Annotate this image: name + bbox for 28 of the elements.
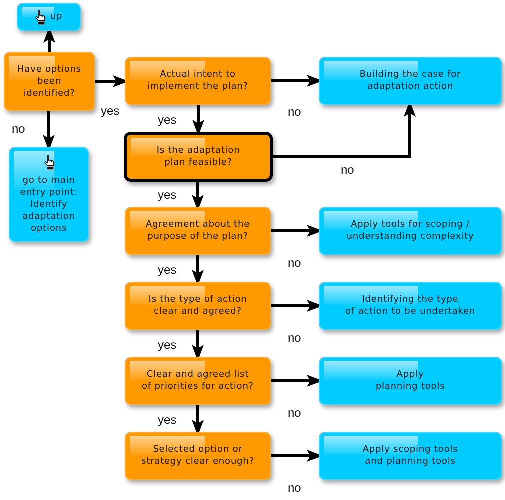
process-box <box>9 147 89 242</box>
process-box <box>17 3 81 31</box>
decision-box <box>124 132 273 182</box>
node-text: Have options been identified? <box>18 64 82 100</box>
decision-box <box>125 282 271 330</box>
decision-box <box>4 52 95 111</box>
node-text: Selected option or strategy clear enough? <box>142 444 254 468</box>
decision-box <box>125 432 271 480</box>
decision-box <box>125 57 271 105</box>
node-text: Actual intent to implement the plan? <box>148 69 248 93</box>
decision-box <box>125 357 271 405</box>
node-text: Is the adaptation plan feasible? <box>156 145 240 169</box>
node-text: Building the case for adaptation action <box>360 69 462 93</box>
process-box <box>319 357 502 405</box>
process-box <box>319 432 502 480</box>
node-text: up <box>50 11 63 23</box>
node-text: Apply scoping tools and planning tools <box>362 444 458 468</box>
decision-box <box>125 207 271 255</box>
node-text: Apply tools for scoping / understanding complexity <box>346 219 474 243</box>
process-box <box>319 57 502 105</box>
node-text: go to main entry point: Identify adaptation options <box>20 174 78 234</box>
node-text: Is the type of action clear and agreed? <box>148 294 248 318</box>
process-box <box>319 282 502 330</box>
node-text: Agreement about the purpose of the plan? <box>146 219 250 243</box>
node-text: Clear and agreed list of priorities for action? <box>142 369 254 393</box>
node-text: Apply planning tools <box>376 369 446 393</box>
process-box <box>319 207 502 255</box>
node-text: Identifying the type of action to be undertaken <box>345 294 476 318</box>
